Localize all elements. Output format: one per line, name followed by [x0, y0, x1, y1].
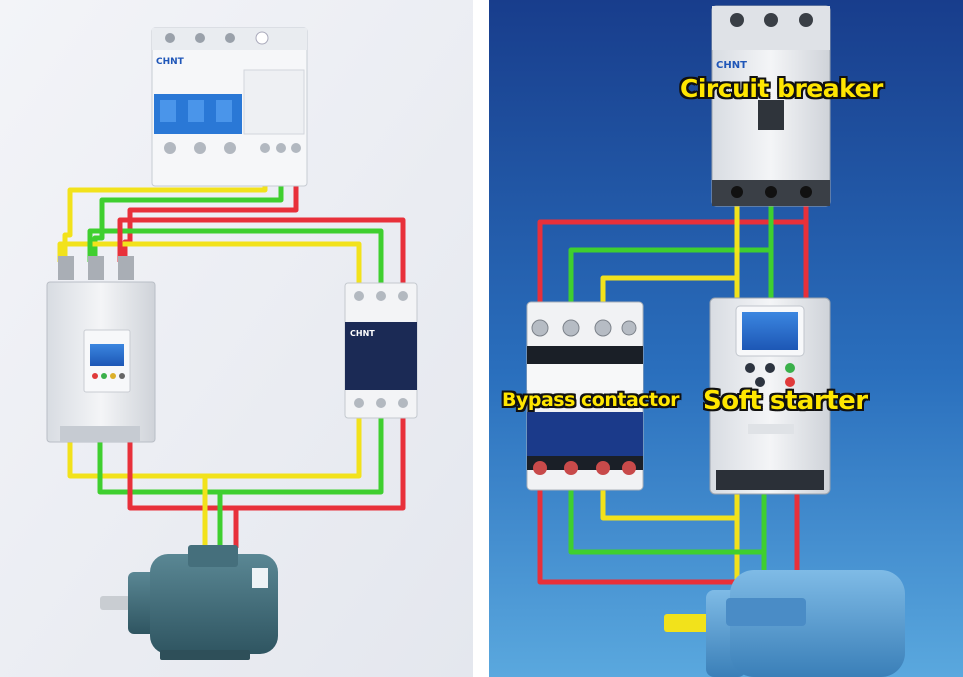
- right-breaker-top-screw-2: [764, 13, 778, 27]
- right-breaker-top-screw-3: [799, 13, 813, 27]
- soft-starter-label: Soft starter: [703, 386, 868, 416]
- right-starter-stop-key: [785, 377, 795, 387]
- left-contactor-brand: CHNT: [350, 329, 375, 338]
- left-contactor-bottom-screw-3: [398, 398, 408, 408]
- left-starter-display: [90, 344, 124, 366]
- left-motor-terminal-box: [188, 545, 238, 567]
- right-breaker-bottom-screw-2: [765, 186, 777, 198]
- panel-divider: [473, 0, 489, 677]
- wire-l3-supply: [537, 200, 809, 354]
- right-starter-model-plate: [748, 424, 794, 434]
- right-contactor-top-screw-3: [594, 319, 612, 337]
- right-starter-key-3: [755, 377, 765, 387]
- left-starter-key-1: [92, 373, 98, 379]
- left-breaker-terminal-4: [260, 143, 270, 153]
- right-contactor-top-screw-4: [621, 320, 637, 336]
- right-contactor-top-screw-2: [562, 319, 580, 337]
- left-starter-lug-2: [88, 256, 104, 280]
- right-contactor-top-screw-1: [531, 319, 549, 337]
- left-breaker-screw-2: [195, 33, 205, 43]
- left-motor-body: [150, 554, 278, 654]
- right-motor-shaft: [664, 614, 712, 632]
- right-breaker-brand: CHNT: [716, 60, 747, 71]
- left-breaker-terminal-6: [291, 143, 301, 153]
- right-circuit-breaker: CHNT: [711, 5, 831, 207]
- right-bypass-contactor: [526, 301, 644, 491]
- left-motor-nameplate: [252, 568, 268, 588]
- left-breaker-rcd-module: [243, 69, 305, 135]
- left-contactor-top-screw-3: [398, 291, 408, 301]
- left-panel: CHNT: [0, 0, 473, 677]
- left-contactor-bottom-screw-2: [376, 398, 386, 408]
- left-breaker-screw-1: [165, 33, 175, 43]
- left-contactor-top-screw-1: [354, 291, 364, 301]
- right-breaker-bottom-screw-3: [800, 186, 812, 198]
- left-breaker-screw-3: [225, 33, 235, 43]
- right-contactor-top-bar: [527, 346, 643, 364]
- right-motor: [664, 570, 905, 677]
- left-starter-lug-1: [58, 256, 74, 280]
- right-motor-body: [730, 570, 905, 677]
- right-contactor-label-plate: [527, 364, 643, 390]
- left-starter-key-2: [101, 373, 107, 379]
- right-contactor-bottom-screw-2: [564, 461, 578, 475]
- right-contactor-bottom-screw-3: [596, 461, 610, 475]
- left-contactor-window: [345, 322, 417, 390]
- left-starter-bottom-terminals: [60, 426, 140, 442]
- right-breaker-bottom-screw-1: [731, 186, 743, 198]
- left-soft-starter: [46, 256, 156, 443]
- right-starter-key-2: [765, 363, 775, 373]
- left-wires: [57, 158, 406, 548]
- right-panel: CHNT: [489, 0, 963, 677]
- left-motor-shaft: [100, 596, 130, 610]
- bypass-contactor-label: Bypass contactor: [502, 389, 680, 411]
- left-breaker-brand: CHNT: [156, 57, 185, 67]
- left-breaker-terminal-2: [194, 142, 206, 154]
- left-contactor-bottom-screw-1: [354, 398, 364, 408]
- wire-l1-output: [600, 478, 740, 610]
- right-breaker-handle: [758, 100, 784, 130]
- right-contactor-bottom-screw-4: [622, 461, 636, 475]
- right-contactor-bottom-screw-1: [533, 461, 547, 475]
- right-motor-terminal-box: [726, 598, 806, 626]
- left-starter-lug-3: [118, 256, 134, 280]
- right-contactor-coil-window: [527, 412, 643, 456]
- left-breaker-terminal-5: [276, 143, 286, 153]
- right-starter-run-key: [785, 363, 795, 373]
- wire-l2-bottom: [97, 418, 384, 495]
- wire-l3-bridge: [117, 217, 406, 290]
- wire-l1-bridge: [57, 241, 362, 290]
- left-breaker-handle-3: [216, 100, 232, 122]
- right-starter-display: [742, 312, 798, 350]
- left-breaker-terminal-1: [164, 142, 176, 154]
- right-breaker-top-terminals: [712, 6, 830, 50]
- left-contactor-top-screw-2: [376, 291, 386, 301]
- left-starter-key-3: [110, 373, 116, 379]
- right-starter-key-1: [745, 363, 755, 373]
- right-breaker-top-screw-1: [730, 13, 744, 27]
- right-soft-starter: [709, 297, 831, 495]
- circuit-breaker-label: Circuit breaker: [680, 74, 883, 103]
- left-motor-feet: [160, 650, 250, 660]
- left-contactor: CHNT: [344, 282, 418, 419]
- left-starter-key-4: [119, 373, 125, 379]
- wire-l3-bottom: [127, 418, 406, 511]
- left-breaker-test-button: [255, 31, 269, 45]
- left-breaker-handle-1: [160, 100, 176, 122]
- wire-l1-bottom: [67, 418, 362, 479]
- left-circuit-breaker: CHNT: [151, 27, 308, 187]
- left-breaker-terminal-3: [224, 142, 236, 154]
- left-breaker-handle-2: [188, 100, 204, 122]
- left-motor: [100, 545, 278, 660]
- wire-l2-bridge: [87, 228, 384, 290]
- right-contactor-bottom-bar: [527, 456, 643, 470]
- right-starter-bottom-terminals: [716, 470, 824, 490]
